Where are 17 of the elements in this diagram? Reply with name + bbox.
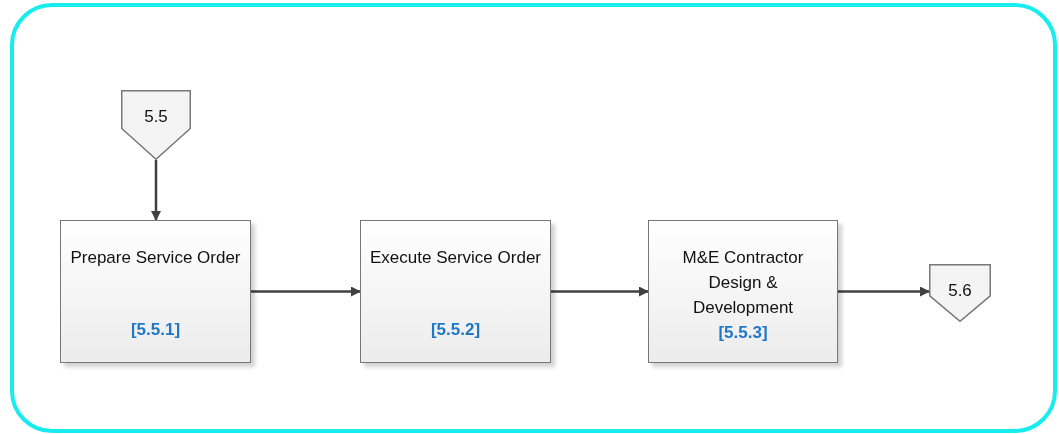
reference-number: [5.5.1] (130, 319, 181, 341)
process-label: 5.5 (144, 106, 168, 128)
process-box (648, 220, 838, 363)
process-box (60, 220, 251, 363)
off-page-connector (121, 90, 191, 160)
process-box (360, 220, 551, 363)
arrow (551, 286, 649, 297)
reference-number: [5.5.3] (718, 322, 768, 344)
process-label: Execute Service Order (370, 247, 541, 269)
arrow (251, 286, 361, 297)
process-label: Prepare Service Order (70, 247, 241, 269)
process-label: 5.6 (948, 280, 972, 302)
reference-number: [5.5.2] (430, 319, 481, 341)
arrow (838, 286, 930, 297)
off-page-connector (929, 264, 991, 322)
arrow (151, 160, 161, 221)
process-label: M&E Contractor Design & Development (681, 247, 805, 319)
